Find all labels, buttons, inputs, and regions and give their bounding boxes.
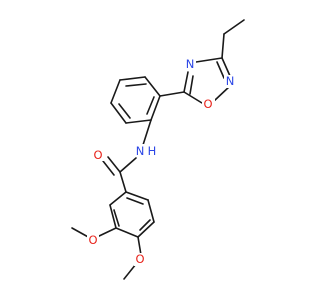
bond-ph-inner-3	[146, 96, 155, 115]
bond-ph3-ph4	[110, 79, 121, 104]
atom-n-amide: N	[136, 144, 145, 158]
bond-c5-phenyl	[159, 91, 185, 97]
atom-o-ring: O	[203, 97, 212, 111]
atom-h-amide: H	[148, 144, 157, 158]
bond-c3-n2	[221, 57, 231, 77]
bond-c5-n1	[183, 71, 189, 93]
bond-nh-carbonyl	[119, 157, 137, 173]
bond-ph6-ph1	[150, 95, 161, 121]
bond-ph1-ph2	[144, 76, 161, 97]
bond-phenyl-nh	[142, 119, 152, 146]
bond-o1-c5	[183, 91, 203, 104]
bond-o4-ch3	[123, 263, 137, 280]
bonds	[71, 19, 245, 280]
bond-bz-inner-2	[139, 219, 151, 231]
bond-ph2-ph3	[119, 76, 146, 81]
bond-c5-n1-double	[189, 75, 194, 95]
bond-bz3-o3	[96, 227, 117, 238]
bond-bz4-o4	[137, 236, 142, 256]
bond-ethyl-ring	[221, 33, 225, 59]
bond-bz3-bz4	[115, 227, 139, 238]
molecule-structure-diagram: N N O N H O O O	[71, 19, 245, 280]
bond-carbonyl-o	[107, 156, 121, 173]
bond-carbonyl-o-double	[102, 160, 115, 176]
atom-o-methoxy-4: O	[135, 252, 144, 266]
bond-ph5-ph6	[125, 119, 152, 124]
atom-n-ring-upper: N	[226, 74, 235, 88]
bond-bz-inner-1	[113, 209, 120, 227]
bond-bz4-bz5	[137, 221, 155, 238]
atom-labels: N N O N H O O O	[87, 57, 236, 266]
bond-ph-inner-2	[118, 103, 131, 119]
bond-ph-inner-1	[125, 83, 147, 87]
atom-n-ring-left: N	[186, 57, 195, 71]
bond-bz1-bz2	[109, 191, 127, 206]
bond-n1-c3	[195, 57, 223, 63]
bond-bz6-bz1	[125, 191, 149, 201]
bond-n2-o1	[213, 85, 231, 102]
atom-o-methoxy-3: O	[88, 233, 97, 247]
bond-ethyl-terminal	[223, 19, 245, 35]
bond-bz-inner-3	[126, 197, 144, 205]
bond-bz2-bz3	[109, 204, 117, 229]
atom-o-carbonyl: O	[93, 148, 102, 162]
bond-carbonyl-ring	[119, 171, 127, 193]
bond-bz5-bz6	[147, 199, 155, 223]
bond-c3-n2-double	[216, 61, 225, 79]
bond-ph4-ph5	[110, 102, 127, 124]
